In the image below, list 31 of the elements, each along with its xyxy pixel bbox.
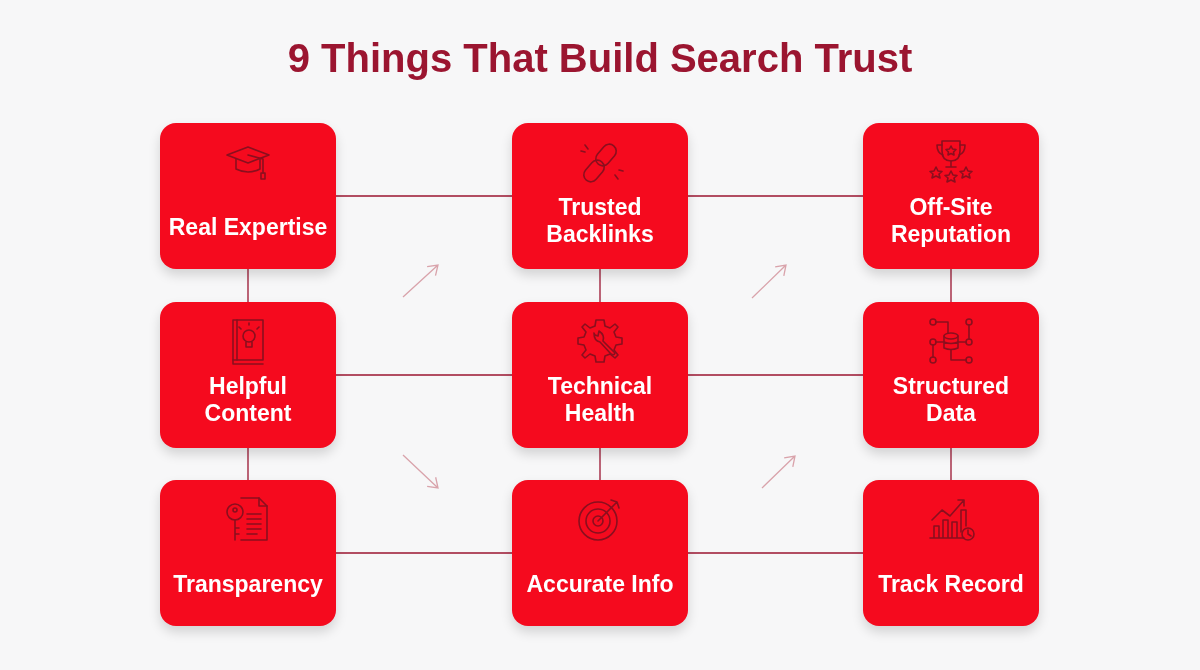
factor-card	[863, 302, 1039, 448]
factor-card	[863, 480, 1039, 626]
factor-card	[160, 302, 336, 448]
card-label: Technical Health	[546, 373, 654, 427]
connector-line	[247, 447, 249, 481]
card-label: Transparency	[172, 570, 324, 598]
connector-line	[335, 552, 513, 554]
factor-card	[160, 123, 336, 269]
card-label: Accurate Info	[525, 570, 675, 598]
factor-card	[512, 480, 688, 626]
factor-card	[512, 302, 688, 448]
connector-line	[950, 447, 952, 481]
card-label: Helpful Content	[203, 373, 293, 427]
connector-line	[687, 195, 864, 197]
connector-line	[599, 447, 601, 481]
card-label: Track Record	[877, 570, 1025, 598]
factor-card	[160, 480, 336, 626]
card-label: Structured Data	[891, 373, 1011, 427]
connector-line	[247, 268, 249, 303]
card-label: Off-Site Reputation	[889, 194, 1013, 248]
title: 9 Things That Build Search Trust	[286, 36, 914, 81]
connector-line	[599, 268, 601, 303]
connector-line	[335, 195, 513, 197]
connector-line	[335, 374, 513, 376]
card-label: Trusted Backlinks	[545, 194, 655, 248]
factor-card	[512, 123, 688, 269]
connector-line	[687, 552, 864, 554]
card-label: Real Expertise	[167, 213, 329, 241]
factor-card	[863, 123, 1039, 269]
connector-line	[950, 268, 952, 303]
connector-line	[687, 374, 864, 376]
